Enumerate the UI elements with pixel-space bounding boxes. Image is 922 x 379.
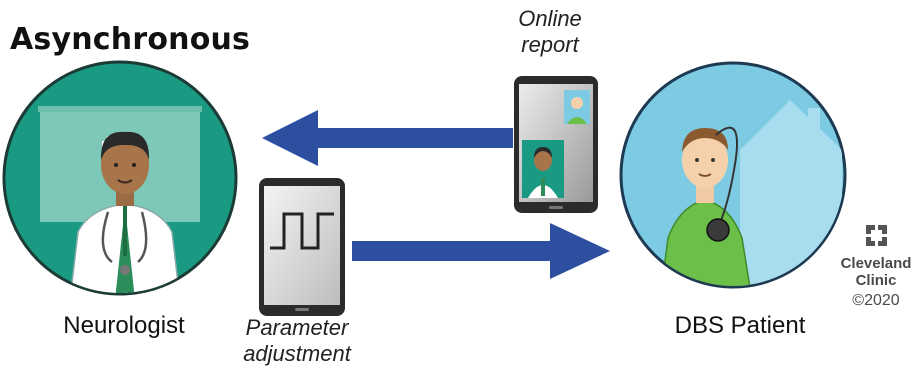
cleveland-clinic-logo	[866, 225, 887, 246]
online-report-tablet-icon	[514, 76, 598, 213]
parameter-tablet-icon	[259, 178, 345, 316]
parameter-adjustment-label: Parameter adjustment	[222, 315, 372, 367]
parameter-line2: adjustment	[243, 341, 351, 366]
dbs-patient-label: DBS Patient	[674, 312, 806, 339]
arrow-right	[352, 223, 610, 279]
parameter-line1: Parameter	[245, 315, 349, 340]
online-report-line2: report	[521, 32, 579, 57]
online-report-label: Online report	[490, 6, 610, 58]
arrow-left	[262, 110, 513, 166]
patient-portrait	[619, 61, 847, 289]
clinic-name: Cleveland Clinic	[832, 255, 920, 289]
clinic-line1: Cleveland	[840, 255, 912, 272]
clinic-line2: Clinic	[855, 272, 897, 289]
copyright-text: ©2020	[852, 292, 900, 309]
diagram-title: Asynchronous	[10, 22, 251, 57]
neurologist-label: Neurologist	[63, 312, 185, 339]
neurologist-portrait	[2, 60, 238, 296]
online-report-line1: Online	[518, 6, 582, 31]
